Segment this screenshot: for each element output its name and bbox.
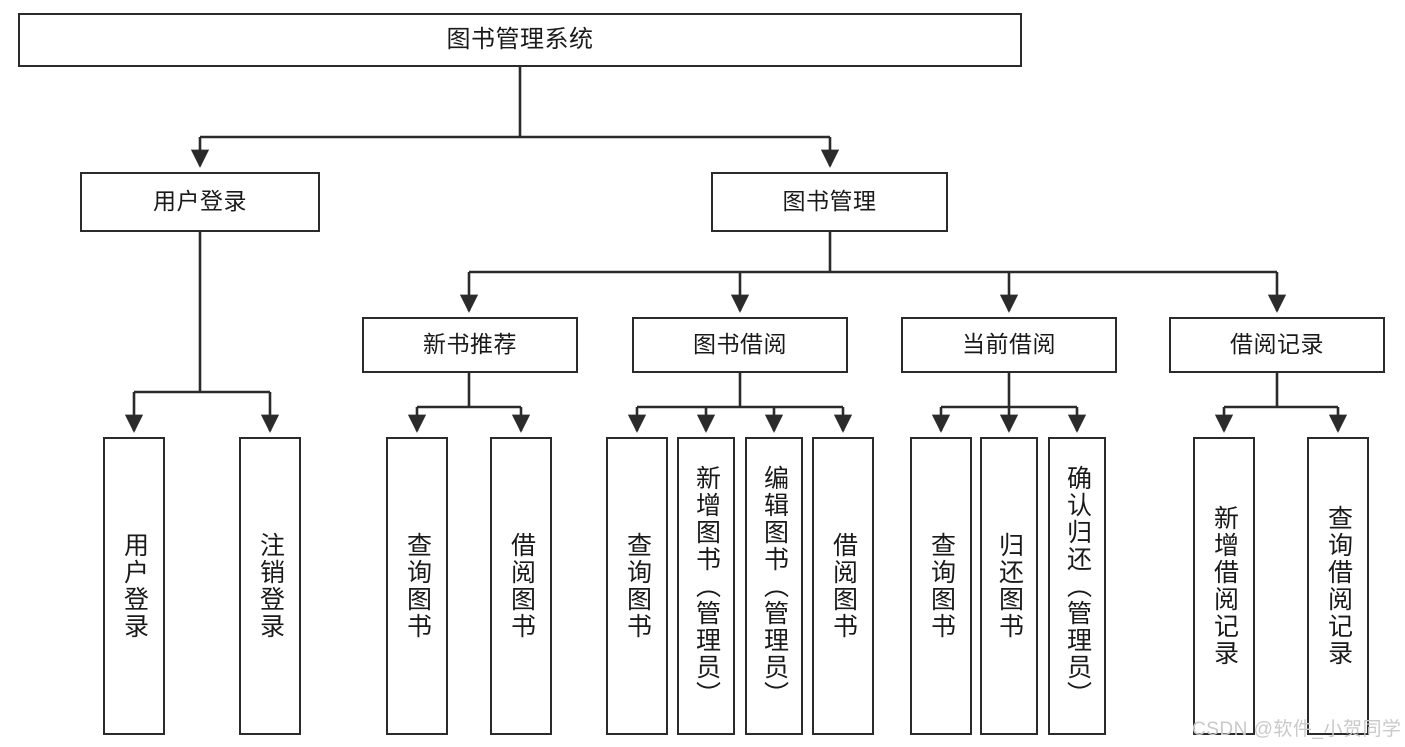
node-leaf-query-book-3[interactable]: 查询图书 xyxy=(910,437,972,735)
node-current-borrow[interactable]: 当前借阅 xyxy=(901,317,1117,373)
node-new-book-recommend[interactable]: 新书推荐 xyxy=(362,317,578,373)
node-leaf-user-logout[interactable]: 注销登录 xyxy=(239,437,301,735)
node-current-borrow-label: 当前借阅 xyxy=(962,331,1056,358)
node-borrow-record-label: 借阅记录 xyxy=(1230,331,1324,358)
node-leaf-edit-book-label: 编辑图书（管理员） xyxy=(760,464,789,708)
node-leaf-add-record-label: 新增借阅记录 xyxy=(1210,505,1239,667)
node-leaf-query-book-1-label: 查询图书 xyxy=(403,532,432,640)
node-leaf-query-book-2-label: 查询图书 xyxy=(623,532,652,640)
node-leaf-add-record[interactable]: 新增借阅记录 xyxy=(1193,437,1255,735)
csdn-watermark: CSDN @软件_小贺同学 xyxy=(1192,719,1402,740)
node-user-login-label: 用户登录 xyxy=(153,188,247,215)
node-leaf-confirm-return-label: 确认归还（管理员） xyxy=(1063,464,1092,708)
node-root[interactable]: 图书管理系统 xyxy=(18,13,1022,67)
node-leaf-borrow-book-1-label: 借阅图书 xyxy=(507,532,536,640)
node-leaf-user-logout-label: 注销登录 xyxy=(256,532,285,640)
node-book-borrow[interactable]: 图书借阅 xyxy=(632,317,848,373)
node-leaf-borrow-book-2[interactable]: 借阅图书 xyxy=(812,437,874,735)
node-leaf-confirm-return[interactable]: 确认归还（管理员） xyxy=(1048,437,1106,735)
node-leaf-borrow-book-1[interactable]: 借阅图书 xyxy=(490,437,552,735)
node-leaf-return-book-label: 归还图书 xyxy=(995,532,1024,640)
node-leaf-query-book-2[interactable]: 查询图书 xyxy=(606,437,668,735)
node-leaf-edit-book[interactable]: 编辑图书（管理员） xyxy=(745,437,803,735)
node-book-management[interactable]: 图书管理 xyxy=(711,172,948,232)
node-user-login[interactable]: 用户登录 xyxy=(80,172,320,232)
node-leaf-query-book-1[interactable]: 查询图书 xyxy=(386,437,448,735)
node-leaf-user-login[interactable]: 用户登录 xyxy=(103,437,165,735)
node-leaf-borrow-book-2-label: 借阅图书 xyxy=(829,532,858,640)
node-leaf-user-login-label: 用户登录 xyxy=(120,532,149,640)
node-leaf-add-book[interactable]: 新增图书（管理员） xyxy=(677,437,735,735)
node-leaf-query-record-label: 查询借阅记录 xyxy=(1324,505,1353,667)
node-new-book-recommend-label: 新书推荐 xyxy=(423,331,517,358)
node-book-management-label: 图书管理 xyxy=(782,188,877,215)
node-book-borrow-label: 图书借阅 xyxy=(693,331,787,358)
node-borrow-record[interactable]: 借阅记录 xyxy=(1169,317,1385,373)
node-root-label: 图书管理系统 xyxy=(446,25,594,53)
node-leaf-return-book[interactable]: 归还图书 xyxy=(980,437,1038,735)
node-leaf-add-book-label: 新增图书（管理员） xyxy=(692,464,721,708)
node-leaf-query-book-3-label: 查询图书 xyxy=(927,532,956,640)
node-leaf-query-record[interactable]: 查询借阅记录 xyxy=(1307,437,1369,735)
